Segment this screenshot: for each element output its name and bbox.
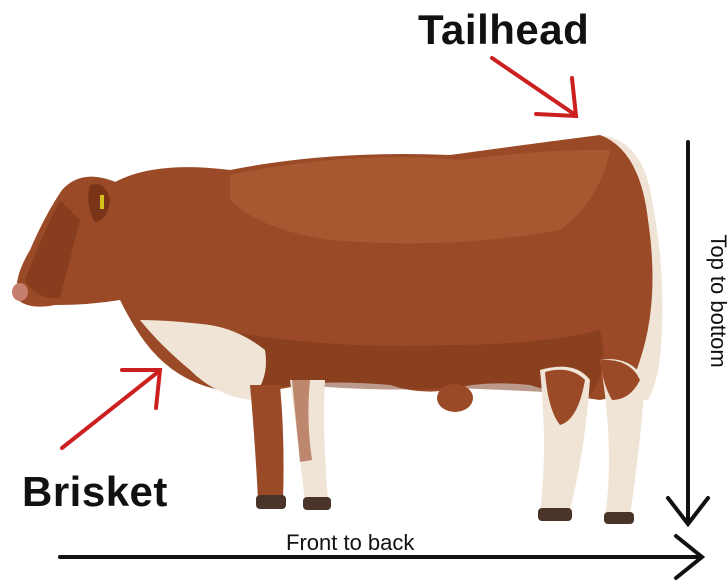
top-to-bottom-label: Top to bottom xyxy=(705,181,728,421)
cow-silhouette xyxy=(12,135,663,524)
tailhead-label: Tailhead xyxy=(418,6,589,54)
hoof-1 xyxy=(256,495,286,509)
brisket-label: Brisket xyxy=(22,468,168,516)
front-leg-left xyxy=(250,385,284,500)
underbelly-detail xyxy=(437,384,473,412)
brisket-pointer-arrow xyxy=(62,370,160,448)
hoof-2 xyxy=(303,497,331,510)
hoof-3 xyxy=(538,508,572,521)
ear-tag xyxy=(100,195,104,209)
tailhead-pointer-arrow xyxy=(492,58,576,116)
hoof-4 xyxy=(604,512,634,524)
front-to-back-label: Front to back xyxy=(286,530,414,556)
cow-nose xyxy=(12,283,28,301)
top-to-bottom-axis xyxy=(668,142,708,524)
